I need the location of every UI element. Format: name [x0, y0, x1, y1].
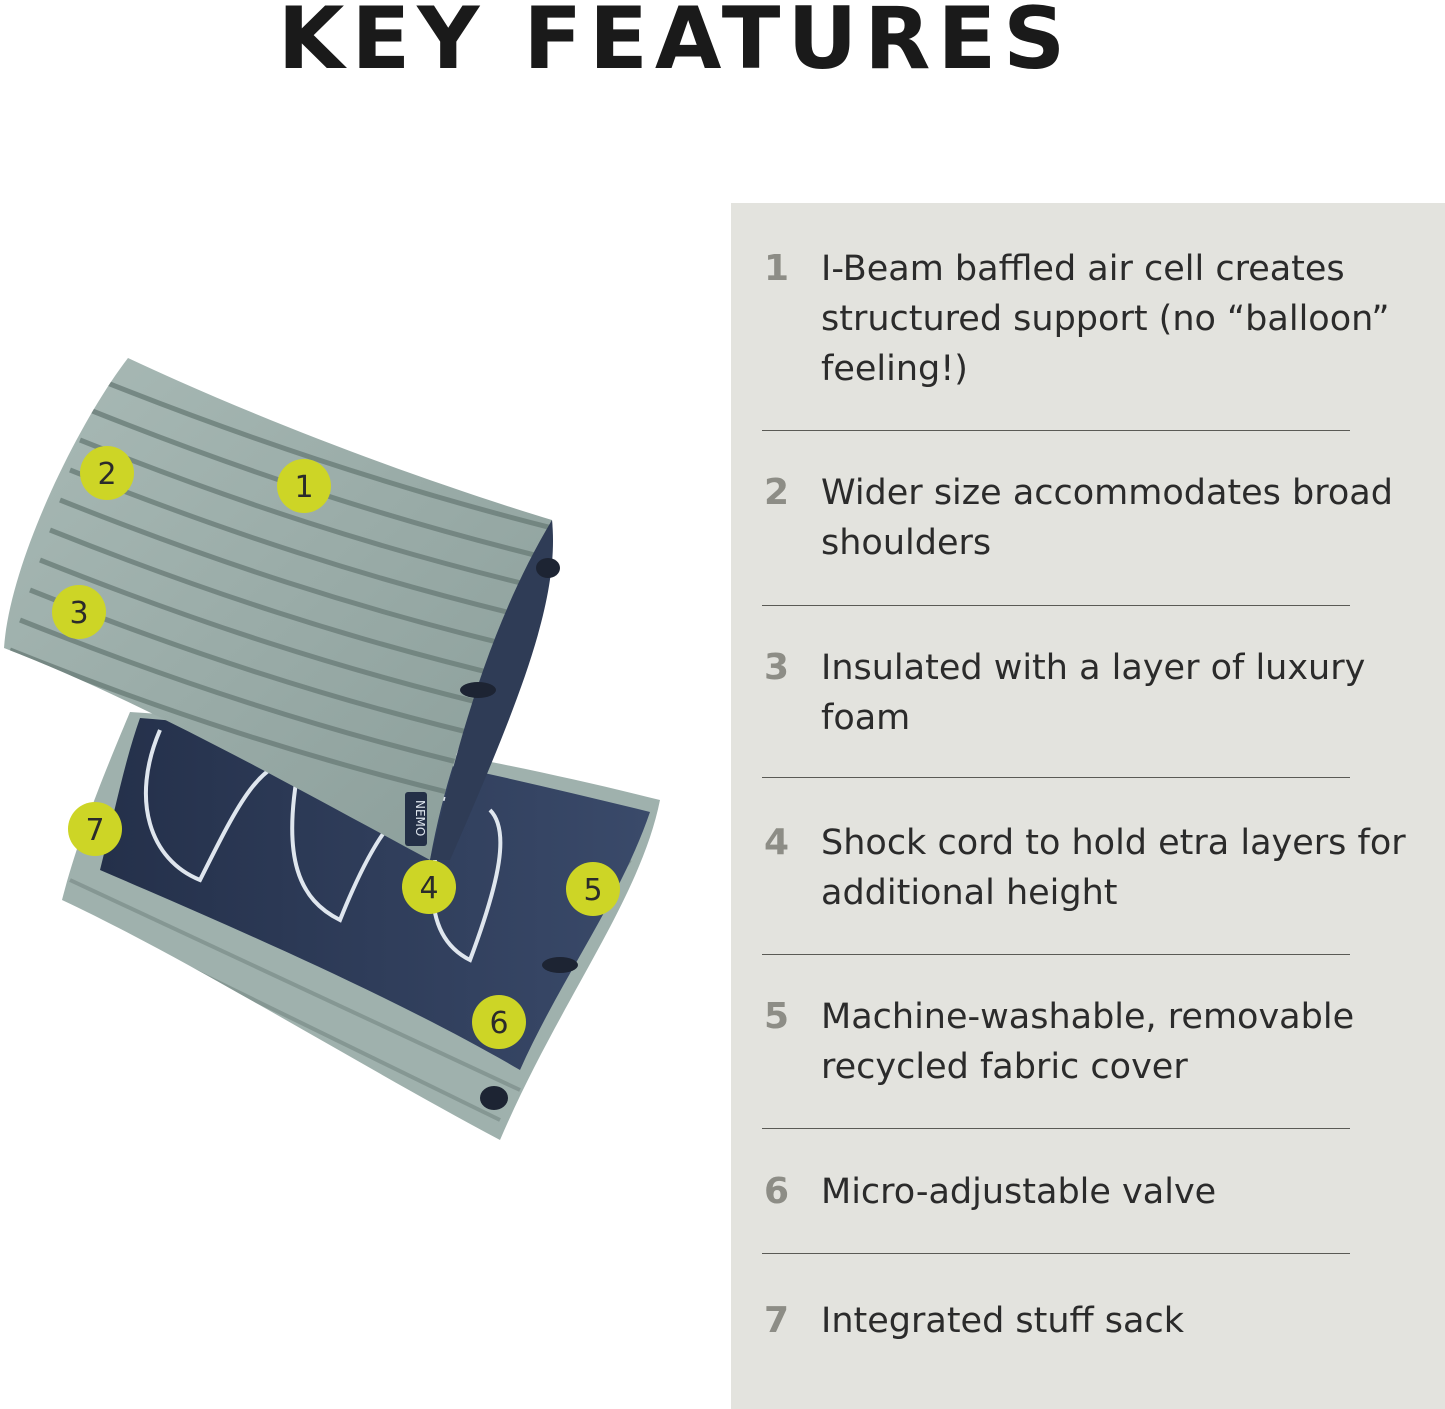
feature-text: Wider size accommodates broad shoulders [821, 473, 1393, 563]
page-title: KEY FEATURES [277, 0, 1073, 89]
svg-text:2: 2 [97, 457, 116, 492]
svg-text:7: 7 [85, 813, 104, 848]
feature-text: Shock cord to hold etra layers for addit… [821, 823, 1406, 913]
badge-6: 6 [472, 995, 526, 1049]
feature-number: 4 [764, 822, 790, 863]
svg-text:3: 3 [69, 596, 88, 631]
features-panel [731, 203, 1445, 1409]
svg-text:1: 1 [294, 470, 313, 505]
feature-number: 3 [764, 647, 790, 688]
shock-cord [144, 729, 503, 963]
pillow-top: NEMO [4, 358, 578, 1110]
feature-text: I-Beam baffled air cell creates structur… [821, 249, 1390, 389]
feature-divider [762, 430, 1350, 431]
feature-text: Integrated stuff sack [821, 1301, 1184, 1341]
feature-number: 7 [764, 1300, 790, 1341]
feature-divider [762, 1253, 1350, 1254]
feature-divider [762, 954, 1350, 955]
badge-1: 1 [277, 459, 331, 513]
svg-text:5: 5 [583, 873, 602, 908]
feature-divider [762, 1128, 1350, 1129]
feature-number: 2 [764, 472, 790, 513]
badge-7: 7 [68, 802, 122, 856]
svg-text:6: 6 [489, 1006, 508, 1041]
feature-divider [762, 777, 1350, 778]
feature-text: Insulated with a layer of luxury foam [821, 648, 1366, 738]
brand-tag: NEMO [413, 800, 427, 836]
feature-text: Machine-washable, removable recycled fab… [821, 997, 1355, 1087]
badge-3: 3 [52, 585, 106, 639]
feature-number: 1 [764, 248, 790, 289]
feature-text: Micro-adjustable valve [821, 1172, 1217, 1212]
pillow-illustration: NEMO 1 2 3 4 5 6 7 [4, 358, 660, 1140]
feature-divider [762, 605, 1350, 606]
badge-5: 5 [566, 862, 620, 916]
badge-2: 2 [80, 446, 134, 500]
badge-4: 4 [402, 860, 456, 914]
feature-number: 6 [764, 1171, 790, 1212]
svg-text:4: 4 [419, 871, 438, 906]
feature-number: 5 [764, 996, 790, 1037]
